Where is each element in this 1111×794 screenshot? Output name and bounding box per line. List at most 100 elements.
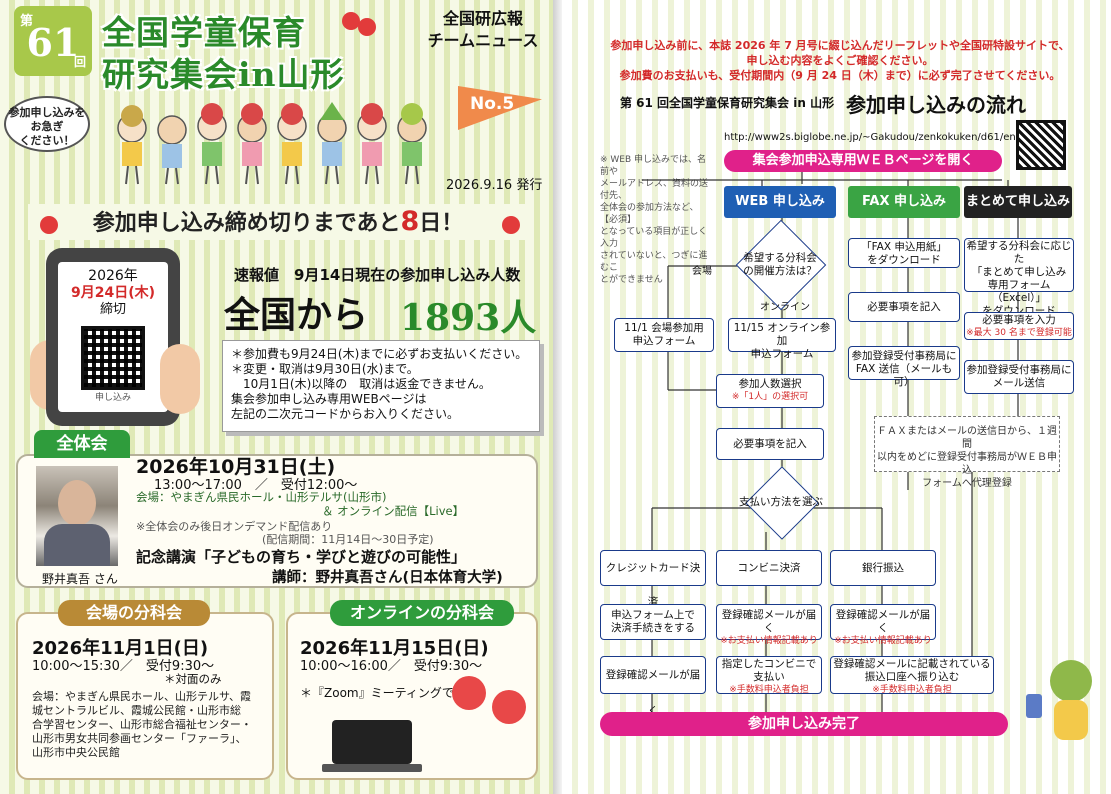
venue-sessions-time: 10:00〜15:30／ 受付9:30〜 <box>32 659 215 674</box>
title-line1: 全国学童保育 <box>102 13 306 52</box>
cherry-icon <box>502 216 520 234</box>
application-complete-bar: 参加申し込み完了 <box>600 712 1008 736</box>
plenary-lecturer: 講師：野井真吾さん(日本体育大学) <box>272 570 503 586</box>
conv-pay-box: 指定したコンビニで 支払い ※手数料申込者負担 <box>716 656 822 695</box>
side-note-line: ※ WEB 申し込みでは、名前や <box>600 155 707 177</box>
venue-line: 合学習センター、山形市総合福祉センター・ <box>32 718 252 731</box>
box-line: 希望する分科会に応じた <box>966 240 1072 265</box>
issue-date: 2026.9.16 <box>446 178 513 193</box>
box-note: ※お支払い情報記載あり <box>834 636 932 646</box>
notice-line: 参加費のお支払いも、受付期間内（9 月 24 日（木）まで）に必ず完了させてくだ… <box>619 69 1061 82</box>
online-sessions-time: 10:00〜16:00／ 受付9:30〜 <box>300 659 483 674</box>
box-line: 「FAX 申込用紙」 <box>861 241 947 253</box>
box-line: 申込フォーム上で <box>611 609 695 621</box>
plenary-online: ＆ オンライン配信【Live】 <box>322 504 465 518</box>
phone-date: 9月24日(木) <box>70 285 156 301</box>
plenary-ondemand-period: (配信期間：11月14日〜30日予定) <box>262 533 434 546</box>
box-note: ※最大 30 名まで登録可能 <box>966 328 1072 338</box>
plenary-ondemand: ※全体会のみ後日オンデマンド配信あり <box>136 520 333 533</box>
method-question-line: 希望する分科会 <box>743 252 817 264</box>
newsletter-line2: チームニュース <box>427 31 539 50</box>
conv-mail-box: 登録確認メールが届く ※お支払い情報記載あり <box>716 604 822 646</box>
plenary-lecture: 記念講演「子どもの育ち・学びと遊びの可能性」 <box>136 548 467 566</box>
online-branch-label: オンライン <box>760 302 810 313</box>
headline-pre: 参加申し込み締め切りまであと <box>92 211 401 236</box>
plenary-pill: 全体会 <box>34 430 130 458</box>
select-count-box: 参加人数選択 ※「1人」の選択可 <box>716 374 824 408</box>
bulk-send-box: 参加登録受付事務局に メール送信 <box>964 360 1074 394</box>
notice-line: 参加申し込み前に、本誌 2026 年 7 月号に綴じ込んだリーフレットや全国研特… <box>610 39 1070 52</box>
photo-caption: 野井真吾 さん <box>42 572 118 586</box>
box-line: 登録確認メールに記載されている <box>833 658 991 670</box>
web-side-note: ※ WEB 申し込みでは、名前や メールアドレス、資料の送付先、 全体会の参加方… <box>600 154 710 286</box>
venue-branch-label: 会場 <box>692 266 712 277</box>
online-form-box: 11/15 オンライン参加 申込フォーム <box>728 318 836 360</box>
box-line: 11/15 オンライン参加 <box>733 322 831 347</box>
note-line: 集会参加申し込み専用WEBページは <box>231 392 427 406</box>
note-line: 左記の二次元コードからお入りください。 <box>231 407 460 421</box>
venue-sessions-note: ＊対面のみ <box>164 672 222 686</box>
title-line2: 研究集会in山形 <box>102 55 345 94</box>
bulk-download-box: 希望する分科会に応じた 「まとめて申し込み 専用フォーム（Excel）」 をダウ… <box>964 238 1074 317</box>
box-line: 参加登録受付事務局に <box>966 364 1072 376</box>
online-sessions-note: ＊『Zoom』ミーティングで実施 <box>300 686 478 700</box>
box-line: 指定したコンビニで <box>721 658 817 670</box>
web-apply-header: WEB 申し込み <box>724 186 836 218</box>
method-question: 希望する分科会 の開催方法は？ <box>730 252 830 278</box>
laptop-icon <box>322 720 422 772</box>
venue-sessions-pill: 会場の分科会 <box>58 600 210 626</box>
speaker-photo <box>36 466 118 566</box>
box-line: 申込フォーム <box>632 335 696 347</box>
notice-line: 申し込む内容をよくご確認ください。 <box>746 54 934 67</box>
entry-url[interactable]: http://www2s.biglobe.ne.jp/~Gakudou/zenk… <box>724 132 1034 143</box>
box-line: FAX 送信（メールも可） <box>855 363 953 388</box>
right-hand-illustration <box>160 344 200 414</box>
flow-subtitle: 第 61 回全国学童保育研究集会 in 山形 <box>620 96 835 110</box>
phone-screen: 2026年 9月24日(木) 締切 申し込み <box>58 262 168 412</box>
fax-fill-box: 必要事項を記入 <box>848 292 960 322</box>
badge-pre: 第 <box>20 14 34 29</box>
box-line: 申込フォーム <box>750 348 814 360</box>
fax-send-box: 参加登録受付事務局に FAX 送信（メールも可） <box>848 346 960 388</box>
pay-card-box: クレジットカード決済 <box>600 550 706 608</box>
box-note: ※手数料申込者負担 <box>872 685 952 695</box>
proxy-registration-note: ＦＡＸまたはメールの送信日から、１週間 以内をめどに登録受付事務局がＷＥＢ申込 … <box>874 416 1060 489</box>
badge-post: 回 <box>73 55 86 69</box>
side-note-line: とができません <box>600 275 663 285</box>
online-sessions-pill: オンラインの分科会 <box>330 600 514 626</box>
newsletter-name: 全国研広報 チームニュース <box>418 8 548 52</box>
venue-line: 城セントラルビル、霞城公民館・山形市総 <box>32 704 241 717</box>
online-sessions-date: 2026年11月15日(日) <box>300 638 489 659</box>
box-note: ※手数料申込者負担 <box>729 685 809 695</box>
dashed-line: フォームへ代理登録 <box>922 478 1012 489</box>
box-line: 参加人数選択 <box>738 378 802 390</box>
note-line: ＊参加費も9月24日(木)までに必ずお支払いください。 <box>231 347 528 361</box>
participant-count: 1893人 <box>400 297 537 339</box>
fax-download-box: 「FAX 申込用紙」 をダウンロード <box>848 238 960 268</box>
side-note-line: 全体会の参加方法など、【必須】 <box>600 203 699 225</box>
mascot-body-icon <box>1054 700 1088 740</box>
pay-convenience-box: コンビニ決済 <box>716 550 822 586</box>
side-note-line: されていないと、つぎに進むこ <box>600 251 708 273</box>
open-web-page-button[interactable]: 集会参加申込専用ＷＥＢページを開く <box>724 150 1002 172</box>
dashed-line: ＦＡＸまたはメールの送信日から、１週間 <box>877 426 1057 450</box>
bank-transfer-box: 登録確認メールに記載されている 振込口座へ振り込む ※手数料申込者負担 <box>830 656 994 695</box>
deadline-headline: 参加申し込み締め切りまであと8日！ <box>28 204 528 240</box>
right-notice: 参加申し込み前に、本誌 2026 年 7 月号に綴じ込んだリーフレットや全国研特… <box>580 38 1100 83</box>
flow-title: 参加申し込みの流れ <box>846 93 1026 117</box>
box-line: 振込口座へ振り込む <box>864 671 960 683</box>
qr-code-icon[interactable] <box>1016 120 1066 170</box>
pay-bank-box: 銀行振込 <box>830 550 936 586</box>
page-gutter <box>553 0 562 794</box>
box-line: 11/1 会場参加用 <box>624 322 704 334</box>
venue-form-box: 11/1 会場参加用 申込フォーム <box>614 318 714 352</box>
fax-apply-header: FAX 申し込み <box>848 186 960 218</box>
cherry-icon <box>40 216 58 234</box>
issue-suffix: 発行 <box>516 178 543 193</box>
speech-line2: お急ぎ <box>30 120 64 133</box>
qr-code-icon[interactable] <box>81 326 145 390</box>
side-note-line: となっている項目が正しく入力 <box>600 227 708 249</box>
phone-qr-label: 申し込み <box>94 393 131 403</box>
box-line: 登録確認メールが届く <box>835 609 931 634</box>
